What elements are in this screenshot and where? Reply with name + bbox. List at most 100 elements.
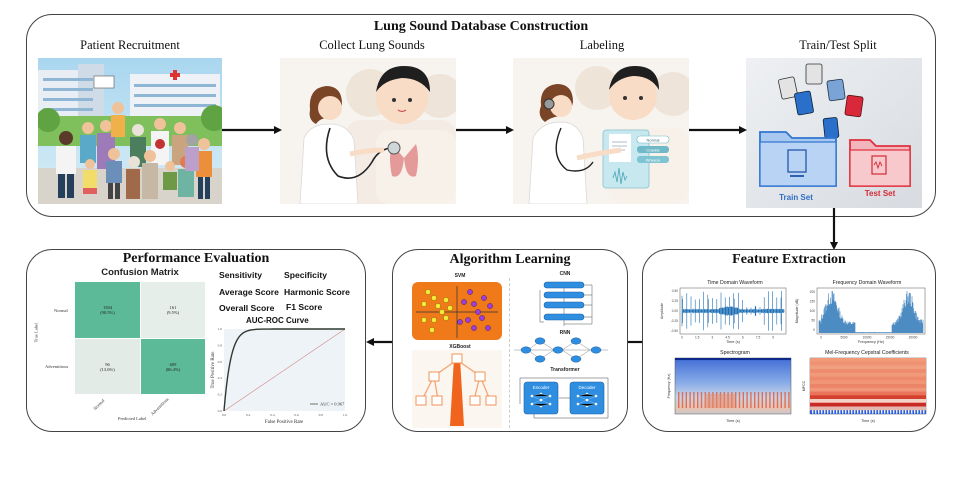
roc-legend: AUC = 0.967 (320, 402, 345, 407)
roc-xtick: 0.6 (294, 413, 299, 417)
mfcc-row (810, 395, 926, 400)
mfcc-heatmap (810, 358, 926, 415)
roc-ytick: 0.2 (218, 393, 223, 397)
decoder-label: Decoder (578, 385, 596, 390)
algorithm-learning-title: Algorithm Learning (449, 252, 571, 267)
stage-label-collect-lung-sounds: Collect Lung Sounds (319, 38, 425, 52)
time-domain-ytick: 0.50 (672, 289, 678, 293)
mfcc-ylabel: MFCC (802, 380, 806, 391)
roc-ticks: 0.00.00.20.20.40.40.60.60.80.81.01.0 (218, 327, 348, 417)
train-test-split-illustration: Train Set Test Set (746, 58, 922, 208)
mfcc-stripe (914, 410, 916, 414)
mfcc-row (810, 372, 926, 377)
mfcc-stripe (830, 410, 832, 414)
mfcc-stripe (818, 410, 820, 414)
mfcc-row (810, 376, 926, 381)
spectrogram-bands (675, 358, 791, 408)
mfcc-stripe (902, 410, 904, 414)
arrow-right-icon (456, 126, 514, 134)
freq-domain-xtick: 0 (820, 336, 822, 340)
cm-count: 1504 (103, 305, 112, 310)
mfcc-stripe (836, 410, 838, 414)
mfcc-stripe (848, 410, 850, 414)
model-transformer-label: Transformer (550, 367, 580, 373)
spectrogram-band (681, 392, 684, 408)
freq-domain-xtick: 15000 (886, 336, 895, 340)
roc-diagonal (223, 328, 346, 412)
mfcc-stripe (827, 410, 829, 414)
spectrogram-band (693, 392, 695, 408)
mfcc-row (810, 361, 926, 366)
spectrogram-band (742, 392, 744, 408)
cm-cell-tp: 609 (86.4%) (140, 338, 205, 394)
spectrogram-band (769, 392, 771, 408)
confusion-matrix-title: Confusion Matrix (101, 267, 179, 278)
mfcc-stripe (860, 410, 862, 414)
spectrogram-band (738, 392, 741, 408)
mfcc-stripe (821, 410, 823, 414)
time-domain-xtick: 0 (681, 336, 683, 340)
cm-pct: (9.5%) (166, 310, 180, 315)
freq-domain-ytick: 0 (813, 328, 815, 332)
cm-xlabel: Predicted Label (118, 416, 147, 421)
freq-domain-xtick: 10000 (863, 336, 872, 340)
roc-xlabel: False Positive Rate (265, 420, 304, 425)
spectrogram-title: Spectrogram (720, 350, 750, 356)
time-domain-ytick: -0.50 (671, 329, 678, 333)
spectrogram-top-band (675, 358, 791, 360)
mfcc-stripe (905, 410, 907, 414)
mfcc-stripe (899, 410, 901, 414)
mfcc-row (810, 358, 926, 362)
spectrogram-region (705, 394, 735, 408)
cm-count: 96 (105, 361, 110, 367)
roc-ytick: 0.8 (218, 343, 223, 347)
mfcc-stripe (854, 410, 856, 414)
cm-row-label-normal: Normal (54, 308, 68, 313)
time-domain-ytick: 0.25 (672, 299, 678, 303)
metric-overall-score: Overall Score (219, 303, 275, 313)
spectrogram-band (750, 392, 752, 408)
mfcc-stripe (815, 410, 817, 414)
time-domain-xtick: 9 (772, 336, 774, 340)
spectrogram-band (754, 392, 756, 408)
rnn-diagram (514, 337, 608, 363)
database-construction-title: Lung Sound Database Construction (373, 19, 589, 34)
metric-specificity: Specificity (284, 270, 327, 280)
spectrogram-band (773, 392, 775, 408)
cm-ylabel: True Label (33, 322, 39, 343)
mfcc-stripe (920, 410, 922, 414)
metric-sensitivity: Sensitivity (219, 270, 262, 280)
mfcc-plot: Time (s) MFCC (802, 357, 927, 423)
roc-ylabel: True Positive Rate (211, 351, 216, 389)
train-set-label: Train Set (779, 193, 813, 202)
mfcc-stripe (833, 410, 835, 414)
metric-harmonic-score: Harmonic Score (284, 287, 350, 297)
mfcc-row (810, 365, 926, 370)
arrow-right-icon (689, 126, 747, 134)
mfcc-stripe (869, 410, 871, 414)
performance-evaluation-title: Performance Evaluation (122, 251, 270, 266)
cm-count: 161 (169, 305, 177, 310)
mfcc-row (810, 369, 926, 373)
spectrogram-xlabel: Time (s) (726, 419, 741, 423)
roc-ytick: 0.6 (218, 360, 223, 364)
mfcc-stripe (845, 410, 847, 414)
spectrogram-band (689, 392, 691, 408)
mfcc-row (810, 410, 926, 415)
model-xgboost-label: XGBoost (449, 344, 471, 350)
mfcc-stripe (812, 410, 814, 414)
algo-divider (509, 278, 510, 428)
collect-lung-sounds-illustration (280, 58, 456, 204)
time-domain-xlabel: Time (s) (726, 340, 741, 344)
spectrogram-band (788, 392, 790, 408)
decoder-block (569, 381, 605, 415)
freq-domain-ylabel: Magnitude (dB) (795, 299, 799, 324)
mfcc-stripe (896, 410, 898, 414)
roc-xtick: 0.2 (246, 413, 251, 417)
freq-domain-ytick: 200 (810, 290, 816, 294)
mfcc-stripe (917, 410, 919, 414)
mfcc-row (810, 402, 926, 407)
